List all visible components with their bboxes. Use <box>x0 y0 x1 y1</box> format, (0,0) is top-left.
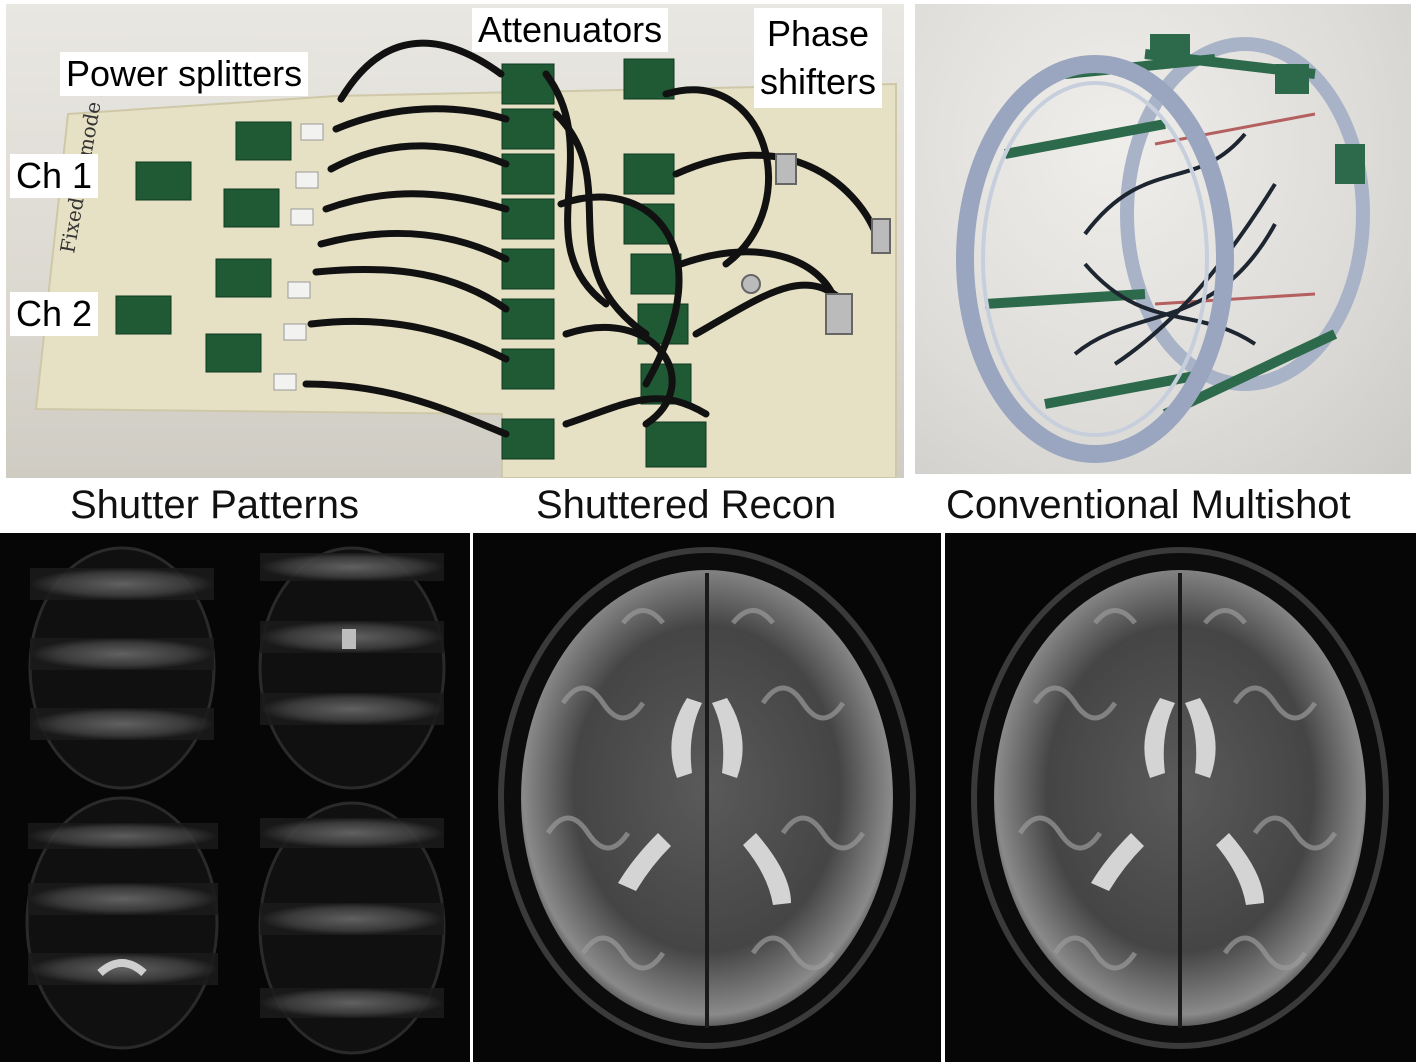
shuttered-recon-brain <box>498 547 916 1049</box>
coax-cables <box>302 39 880 438</box>
shuttered-recon-title: Shuttered Recon <box>536 483 837 527</box>
coil-front-ring <box>956 55 1234 463</box>
conventional-multishot-brain <box>971 547 1389 1049</box>
shutter-brain-top-right <box>258 546 446 790</box>
gyri <box>1017 608 1338 971</box>
conventional-multishot-title: Conventional Multishot <box>946 483 1351 527</box>
ch1-label: Ch 1 <box>10 154 99 198</box>
shutter-brain-top-left <box>28 546 216 790</box>
shutter-brain-bottom-right <box>258 801 446 1055</box>
gyri <box>545 608 866 971</box>
ventricles <box>1091 698 1264 905</box>
bnc-connectors <box>741 153 891 335</box>
phase-shifters-line1: Phase <box>766 13 870 54</box>
shuttered-recon-panel <box>473 533 941 1062</box>
connectors <box>273 123 324 391</box>
coil-copper-strips <box>1154 112 1316 306</box>
splitter-pcbs <box>115 121 292 373</box>
phase-shifters-line2: shifters <box>760 61 877 102</box>
coil-back-ring <box>1120 37 1370 391</box>
shutter-patterns-title: Shutter Patterns <box>70 483 360 527</box>
coil-cables <box>1073 132 1277 366</box>
rf-board-illustration: Fixed CP mode box <box>34 39 897 478</box>
rf-board-photo: Fixed CP mode box <box>6 4 904 478</box>
shutter-brain-bottom-left <box>25 796 219 1050</box>
phase-shifters-label: Phase shifters <box>754 8 883 108</box>
birdcage-coil-illustration <box>956 34 1370 463</box>
attenuators-label: Attenuators <box>472 8 669 52</box>
coil-front-ring-inner <box>981 81 1209 437</box>
power-splitters-label: Power splitters <box>60 52 309 96</box>
ventricles <box>618 698 791 905</box>
birdcage-coil-photo <box>915 4 1411 474</box>
ch2-label: Ch 2 <box>10 292 99 336</box>
conventional-multishot-panel <box>945 533 1416 1062</box>
shutter-patterns-panel <box>0 533 470 1062</box>
coil-top-pcbs <box>1150 34 1365 184</box>
shutter-patterns-illustration <box>25 546 446 1055</box>
